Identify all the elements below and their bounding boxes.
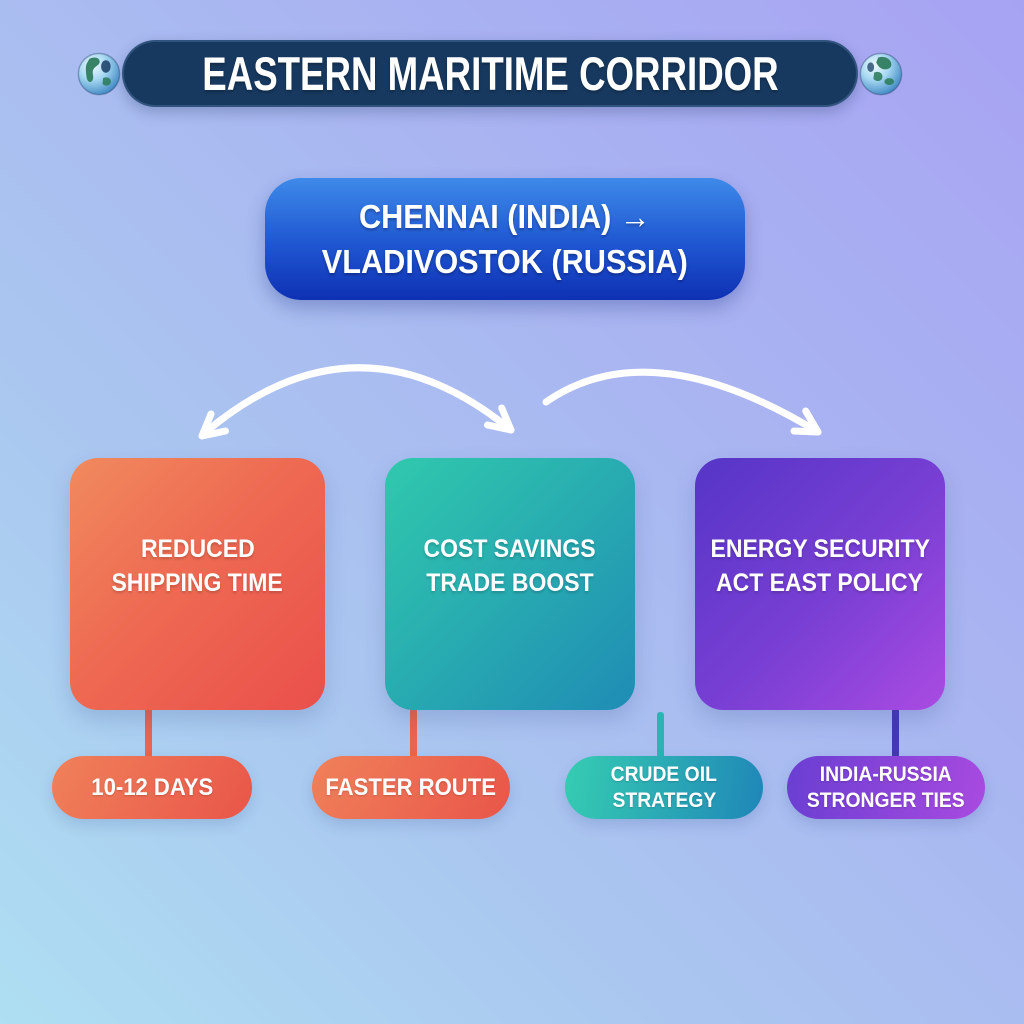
card-title-line: TRADE BOOST <box>426 569 594 597</box>
benefit-card-cost-savings: COST SAVINGS TRADE BOOST <box>385 458 635 710</box>
connector-crude-oil <box>657 712 664 758</box>
arrow-arc-right <box>542 368 822 436</box>
page-title: EASTERN MARITIME CORRIDOR <box>201 47 779 100</box>
route-card: CHENNAI (INDIA) → VLADIVOSTOK (RUSSIA) <box>265 178 745 300</box>
tag-label: 10-12 DAYS <box>91 773 213 801</box>
arrowhead-right-icon <box>790 407 822 436</box>
header-banner: EASTERN MARITIME CORRIDOR <box>77 40 903 107</box>
card-title-line: SHIPPING TIME <box>111 569 284 597</box>
arrowhead-middle-icon <box>484 404 515 434</box>
tag-crude-oil-strategy: CRUDE OIL STRATEGY <box>565 756 763 819</box>
tag-india-russia-ties: INDIA-RUSSIA STRONGER TIES <box>787 756 985 819</box>
globe-americas-icon <box>77 52 120 95</box>
route-destination: VLADIVOSTOK (RUSSIA) <box>321 243 689 280</box>
connector-shipping <box>145 708 152 758</box>
route-origin: CHENNAI (INDIA) → <box>359 198 651 235</box>
tag-10-12-days: 10-12 DAYS <box>52 756 252 819</box>
card-title-line: ACT EAST POLICY <box>716 569 924 597</box>
arrowhead-left-icon <box>198 410 229 440</box>
tag-label: INDIA-RUSSIA <box>819 762 953 786</box>
card-title-line: REDUCED <box>140 535 255 563</box>
tag-label: STRATEGY <box>612 788 716 812</box>
tag-label: STRONGER TIES <box>807 788 965 812</box>
connector-cost <box>410 708 417 758</box>
globe-asia-icon <box>860 52 903 95</box>
connector-energy <box>892 708 899 758</box>
tag-faster-route: FASTER ROUTE <box>312 756 510 819</box>
tag-label: FASTER ROUTE <box>325 773 497 801</box>
tag-label: CRUDE OIL <box>610 762 718 786</box>
arrow-arc-left <box>203 364 515 435</box>
benefit-card-reduced-shipping-time: REDUCED SHIPPING TIME <box>70 458 325 710</box>
benefit-card-energy-security: ENERGY SECURITY ACT EAST POLICY <box>695 458 945 710</box>
card-title-line: COST SAVINGS <box>423 535 597 563</box>
card-title-line: ENERGY SECURITY <box>710 535 930 563</box>
